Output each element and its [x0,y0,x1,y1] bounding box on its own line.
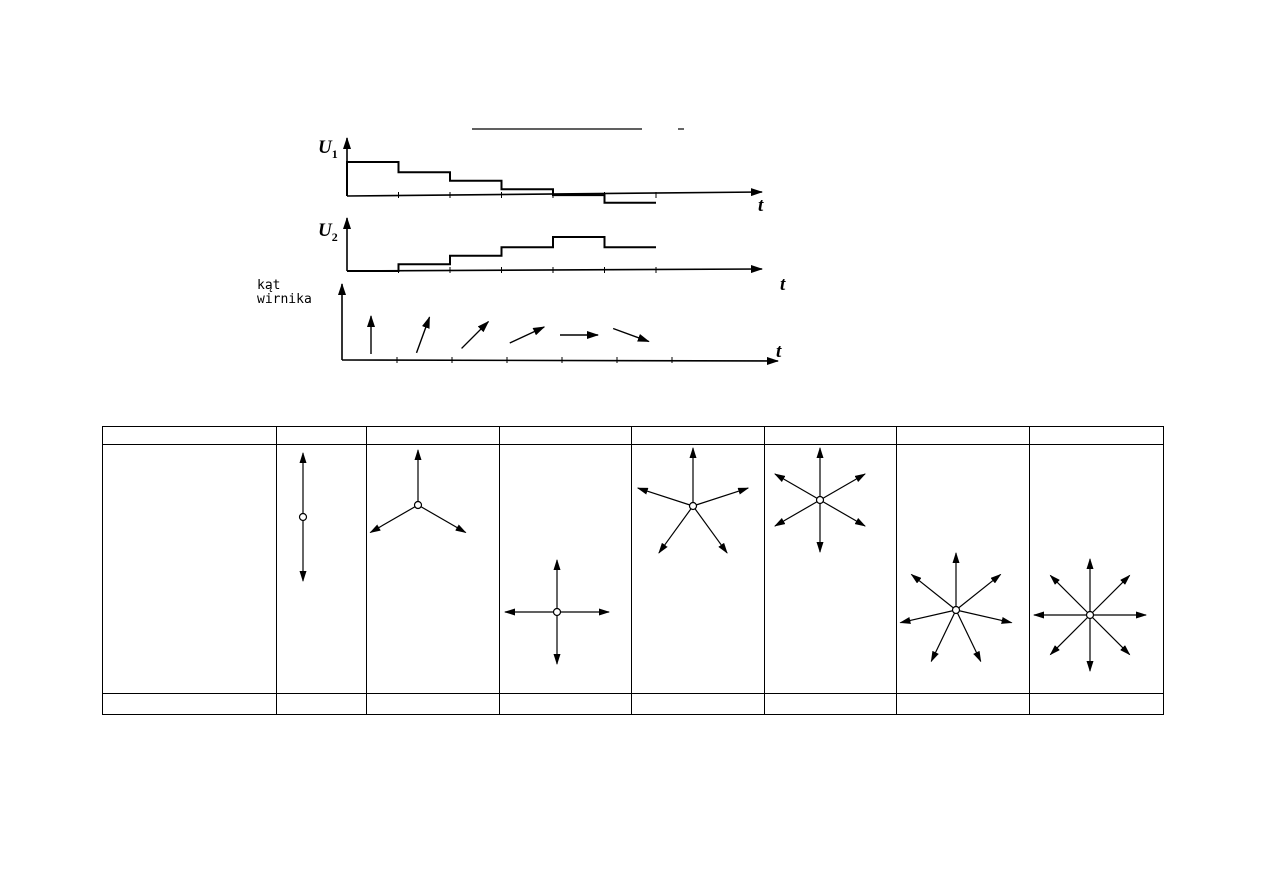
star-3 [369,449,467,534]
vector-arrow [955,609,982,663]
vector-cell-0 [102,444,277,694]
rotor-ticks [396,357,673,363]
star-center [951,606,961,615]
header-cell [102,425,277,446]
vector-arrow [1049,614,1091,656]
header-cell [1029,425,1164,446]
star-center [688,502,698,511]
header-cell [764,425,897,446]
u1-t-axis [346,188,763,197]
vector-cell-6 [764,444,897,694]
vector-arrow [819,473,866,501]
star-center [1085,611,1095,620]
u2-t-axis [346,265,763,274]
star-6 [774,447,866,554]
table-body-row [102,444,1164,694]
u1-t-label: t [758,195,764,216]
vector-cell-4 [499,444,632,694]
vector-arrow [1049,574,1091,616]
star-center [298,513,308,522]
vector-arrow [930,609,957,663]
rotor-arrow [509,326,546,344]
u1-waveform [346,161,656,204]
rotor-label-line2: wirnika [257,292,312,307]
header-cell [499,425,632,446]
vector-arrow [692,487,750,507]
star-center [815,496,825,505]
vector-arrow [910,573,957,611]
timing-diagram [338,128,779,365]
vector-arrow [417,504,467,534]
vector-arrow [636,487,694,507]
vector-arrow [1089,614,1131,656]
star-8 [1033,558,1147,673]
footer-cell [764,692,897,716]
footer-cell [366,692,500,716]
vector-arrow [658,505,694,554]
vector-cell-2 [276,444,367,694]
table-header-row [102,425,1164,446]
vector-arrow [955,573,1002,611]
rotor-arrow [461,320,490,349]
u2-axis-label: U2 [318,220,338,244]
rotor-t-label: t [776,341,782,362]
star-center [552,608,562,617]
vector-arrow [955,609,1013,624]
rotor-arrows [367,315,650,354]
footer-cell [1029,692,1164,716]
star-center [413,501,423,510]
header-cell [631,425,765,446]
rotor-arrow [612,327,650,343]
rotor-arrow [415,316,431,354]
vector-cell-7 [896,444,1030,694]
rotor-t-axis [341,356,779,365]
u2-waveform [347,236,656,272]
footer-cell [499,692,632,716]
vector-arrow [692,505,728,554]
vector-arrow [899,609,957,624]
header-cell [366,425,500,446]
vector-arrow [774,499,821,527]
table-footer-row [102,692,1164,716]
vector-arrow [774,473,821,501]
star-7 [899,552,1013,663]
vector-arrow [819,499,866,527]
rotor-angle-label: kąt wirnika [257,279,337,307]
star-4 [504,559,610,666]
u2-t-label: t [780,274,786,295]
vector-arrow [369,504,419,534]
vector-table [102,425,1164,716]
footer-cell [631,692,765,716]
vector-cell-5 [631,444,765,694]
header-cell [276,425,367,446]
u1-axis-label: U1 [318,137,338,161]
star-2 [298,452,308,583]
rotor-label-line1: kąt [257,278,281,293]
vector-cell-3 [366,444,500,694]
header-cell [896,425,1030,446]
footer-cell [276,692,367,716]
footer-cell [896,692,1030,716]
vector-cell-8 [1029,444,1164,694]
vector-arrow [1089,574,1131,616]
star-5 [636,447,750,554]
footer-cell [102,692,277,716]
